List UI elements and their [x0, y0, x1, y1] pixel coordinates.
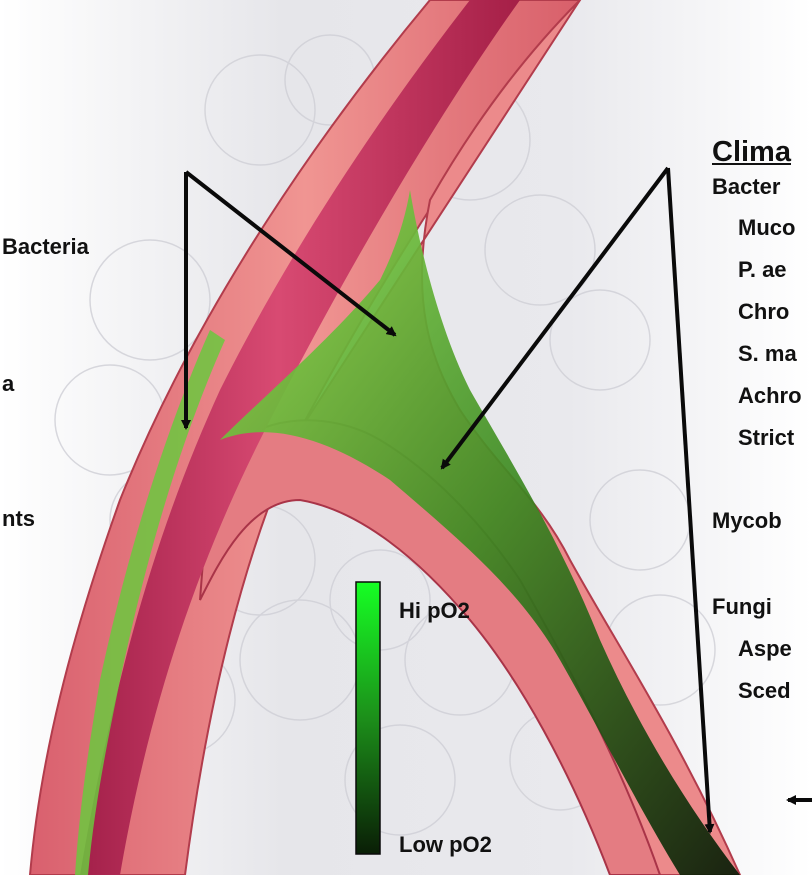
left-label-3: nts	[2, 508, 35, 530]
legend-low-label: Low pO2	[399, 834, 492, 856]
bacteria-item: Strict	[738, 427, 794, 449]
fungi-item: Sced	[738, 680, 791, 702]
bacteria-item: P. ae	[738, 259, 787, 281]
bacteria-item: S. ma	[738, 343, 797, 365]
po2-scale-bar	[356, 582, 380, 854]
left-label-2: a	[2, 373, 14, 395]
bacteria-item: Achro	[738, 385, 802, 407]
fungi-header: Fungi	[712, 596, 772, 618]
climate-heading: Clima	[712, 138, 791, 167]
bacteria-header: Bacter	[712, 176, 780, 198]
mycobacteria-label: Mycob	[712, 510, 782, 532]
bacteria-item: Chro	[738, 301, 789, 323]
legend-high-label: Hi pO2	[399, 600, 470, 622]
bacteria-item: Muco	[738, 217, 795, 239]
fungi-item: Aspe	[738, 638, 792, 660]
left-label-bacteria: Bacteria	[2, 236, 89, 258]
